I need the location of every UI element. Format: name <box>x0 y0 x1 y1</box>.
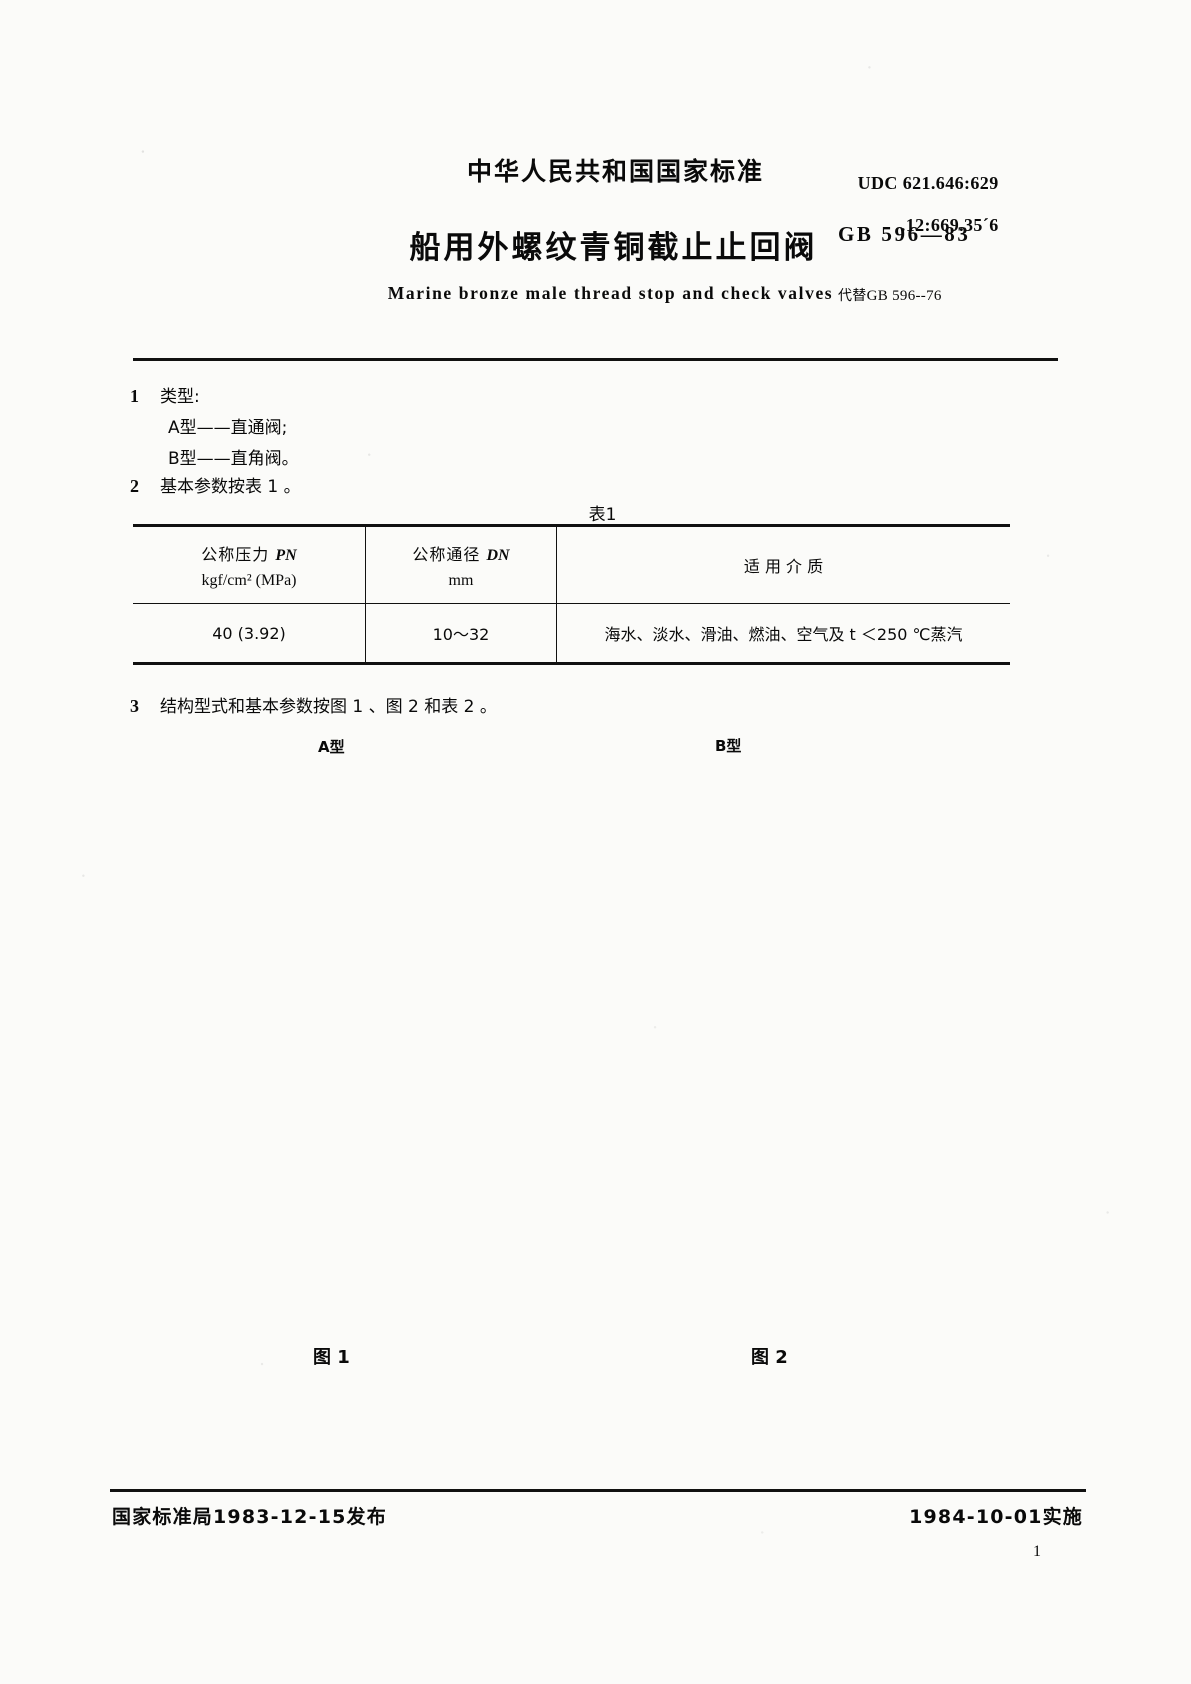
table-1-cell-dn: 10～32 <box>365 603 557 664</box>
figure-2-type-label: B型 <box>715 737 742 755</box>
table-1-header-dn-symbol: DN <box>486 546 510 564</box>
table-1-header-pn-symbol: PN <box>275 546 297 564</box>
figure-1-caption: 图 1 <box>313 1347 350 1368</box>
standard-number: GB 596—83 <box>838 222 971 246</box>
figure-2-caption: 图 2 <box>751 1347 788 1368</box>
table-1-header-pn-unit: kgf/cm² (MPa) <box>201 571 297 589</box>
figure-1-type-label: A型 <box>318 738 345 756</box>
udc-line-1: UDC 621.646:629 <box>857 173 999 193</box>
table-1-header-pn: 公称压力 PN kgf/cm² (MPa) <box>133 526 366 604</box>
table-1-header-media-label: 适 用 介 质 <box>743 557 824 576</box>
clause-3: 3 结构型式和基本参数按图 1 、图 2 和表 2 。 <box>130 692 497 717</box>
footer-issue-date: 国家标准局1983-12-15发布 <box>112 1506 387 1528</box>
clause-3-text: 结构型式和基本参数按图 1 、图 2 和表 2 。 <box>160 697 497 717</box>
table-1-header-row: 公称压力 PN kgf/cm² (MPa) 公称通径 DN mm 适 用 介 <box>133 525 1010 604</box>
clause-2-text: 基本参数按表 1 。 <box>160 477 301 497</box>
clause-1-text: 类型: <box>160 387 200 407</box>
table-1-header-dn: 公称通径 DN mm <box>365 525 557 604</box>
clause-1-number: 1 <box>130 386 139 406</box>
clause-3-number: 3 <box>130 696 139 716</box>
table-1-header-media: 适 用 介 质 <box>556 525 1010 604</box>
clause-2-number: 2 <box>130 476 139 496</box>
table-1-cell-media: 海水、淡水、滑油、燃油、空气及 t ＜250 ℃蒸汽 <box>556 603 1010 664</box>
clause-1-item-b: B型——直角阀。 <box>168 449 299 469</box>
footer-effective-date: 1984-10-01实施 <box>909 1506 1083 1528</box>
replaces-prefix: 代替 <box>838 288 867 304</box>
udc-classification: UDC 621.646:629 .12:669.35´6 <box>838 152 999 278</box>
page-number: 1 <box>1033 1543 1041 1560</box>
table-1-header-pn-label: 公称压力 <box>201 544 270 564</box>
issuing-authority-line: 中华人民共和国国家标准 <box>466 157 764 186</box>
table-1-caption: 表1 <box>588 505 617 525</box>
clause-1: 1 类型: <box>130 382 200 407</box>
replaces-note: 代替GB 596--76 <box>838 285 942 305</box>
table-row: 40 (3.92) 10～32 海水、淡水、滑油、燃油、空气及 t ＜250 ℃… <box>133 603 1010 664</box>
document-subtitle-english: Marine bronze male thread stop and check… <box>387 283 834 303</box>
clause-2: 2 基本参数按表 1 。 <box>130 472 301 497</box>
clause-1-item-a: A型——直通阀; <box>168 418 288 438</box>
table-1-header-dn-unit: mm <box>448 571 474 589</box>
valve-drawings: D 0 E <box>0 726 1191 1386</box>
replaces-standard: GB 596--76 <box>866 288 942 304</box>
table-1: 公称压力 PN kgf/cm² (MPa) 公称通径 DN mm 适 用 介 <box>133 524 1010 665</box>
document-title: 船用外螺纹青铜截止止回阀 <box>409 230 818 266</box>
table-1-header-dn-label: 公称通径 <box>412 544 481 564</box>
table-1-cell-pn: 40 (3.92) <box>212 623 286 643</box>
footer-divider-rule <box>110 1489 1086 1492</box>
udc-line-2: .12:669.35´6 <box>900 215 999 235</box>
header-divider-rule <box>133 358 1058 361</box>
